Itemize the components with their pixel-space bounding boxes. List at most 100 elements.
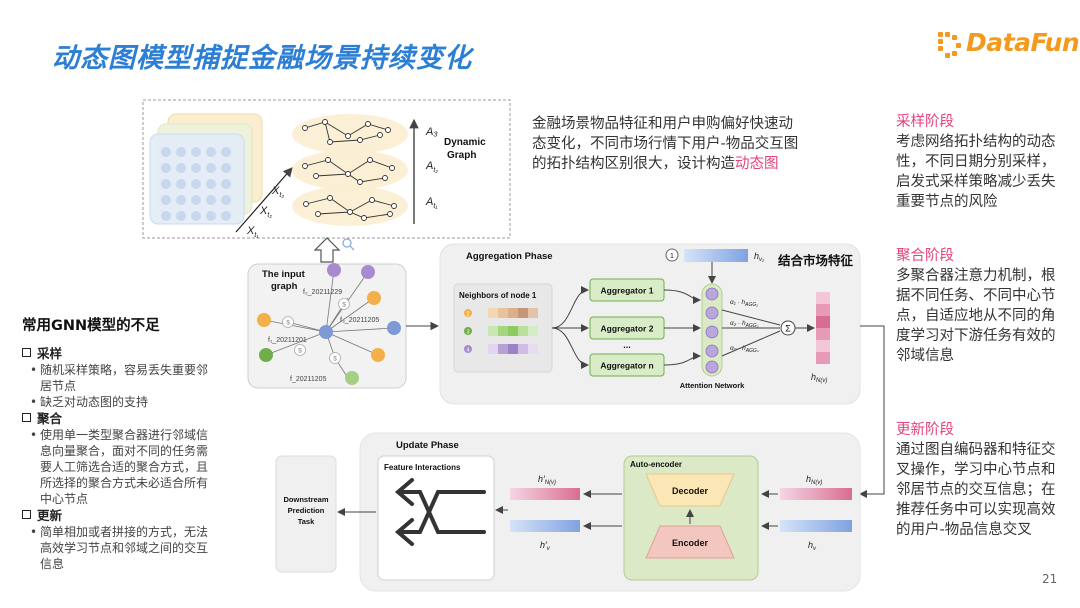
bullet: 缺乏对动态图的支持 [22,394,262,410]
neighbor-vectors [488,308,538,354]
encoder-label: Encoder [672,538,709,548]
input-graph-panel: The input graph $$$$ f₂_20211229 [247,263,407,389]
autoencoder-label: Auto-encoder [630,460,682,469]
h-prime-n-vector [510,488,580,500]
update-line: 叉操作，学习中心节点和 [896,462,1056,478]
bullet-line: 所选择的聚合方式未必适合所有 [40,476,209,490]
section-aggregation-heading: 聚合 [22,410,262,427]
sampling-stage: 采样阶段 考虑网络拓扑结构的动态 性，不同日期分别采样， 启发式采样策略减少丢失… [896,112,1056,212]
downstream-task-box: Downstream Prediction Task [275,455,337,573]
alpha-n: αₙ · hAGGₙ [730,345,760,354]
user-node [361,265,375,279]
update-line: 的用户-物品信息交叉 [896,522,1032,538]
hv-input-vector [780,520,852,532]
update-heading: 更新阶段 [896,422,954,438]
neighbor-node [464,345,472,353]
aggregator-label: Aggregator 2 [601,324,654,334]
gnn-limitations: 常用GNN模型的不足 采样 随机采样策略，容易丢失重要邻 居节点 缺乏对动态图的… [22,314,262,572]
magnifier-icon [342,238,355,251]
datafun-logo: DataFun. [936,26,1080,62]
hn-input-label: hN(v) [806,474,822,486]
user-node [257,313,271,327]
attention-network-label: Attention Network [680,381,745,390]
svg-text:$: $ [342,302,346,309]
graph-snapshots [292,114,408,226]
user-node [259,348,273,362]
alpha-1: α₁ · hAGG₁ [730,299,758,308]
bullet-line: 使用单一类型聚合器进行邻域信 [40,428,209,442]
intro-line: 金融场景物品特征和用户申购偏好快速动 [532,116,793,132]
intro-line: 的拓扑结构区别很大，设计构造动态图 [532,154,798,174]
snapshot-bottom [292,186,408,226]
bullet-line: 要人工筛选合适的聚合方式，且 [40,460,209,474]
sampling-line: 性，不同日期分别采样， [896,154,1056,170]
update-line: 推荐任务中可以实现高效 [896,502,1056,518]
update-phase-panel: Update Phase Feature Interactions h′N(v)… [359,432,861,592]
bullet-line: 高效学习节点和邻域之间的交互 [40,541,209,555]
hv-label: hv₁ [754,251,764,263]
hv-input-label: hv [808,540,817,552]
aggregation-line: 点，自适应地从不同的角 [896,308,1056,324]
downstream-label: Downstream [283,495,328,504]
a-t1-label: At₁ [425,196,438,210]
h-prime-v-vector [510,520,580,532]
page-number: 21 [1042,572,1058,586]
aggregated-vector [816,292,830,364]
bullet: 简单相加或者拼接的方式，无法 高效学习节点和邻域之间的交互 信息 [22,524,262,572]
date-label: f_20211205 [290,376,327,383]
dynamic-graph-label: Dynamic [444,137,486,148]
intro-highlight: 动态图 [735,156,779,172]
alpha-2: α₂ · hAGG₂ [730,320,759,329]
bullet: 使用单一类型聚合器进行邻域信 息向量聚合，面对不同的任务需 要人工筛选合适的聚合… [22,427,262,507]
bullet-line: 简单相加或者拼接的方式，无法 [40,525,209,539]
snapshot-mid [292,150,408,190]
downstream-label: Prediction [288,506,325,515]
aggregation-phase-panel: Aggregation Phase 1 hv₁ 结合市场特征 Neighbors… [439,243,861,405]
user-node [367,291,381,305]
user-node [345,371,359,385]
neighbor-id: 2 [466,312,469,318]
hn-input-vector [780,488,852,500]
h-prime-n-label: h′N(v) [538,474,556,486]
aggregation-line: 据不同任务、不同中心节 [896,288,1056,304]
neighbor-id: 4 [466,348,469,354]
svg-text:$: $ [286,320,290,327]
aggregation-phase-title: Aggregation Phase [466,251,553,262]
aggregation-stage: 聚合阶段 多聚合器注意力机制，根 据不同任务、不同中心节 点，自适应地从不同的角… [896,246,1056,366]
intro-line: 态变化，不同市场行情下用户-物品交互图 [532,136,799,152]
sampling-line: 重要节点的风险 [896,194,998,210]
update-line: 通过图自编码器和特征交 [896,442,1056,458]
slide-title: 动态图模型捕捉金融场景持续变化 [52,43,472,74]
update-stage: 更新阶段 通过图自编码器和特征交 叉操作，学习中心节点和 邻居节点的交互信息；在… [896,420,1056,540]
section-sampling-heading: 采样 [22,345,262,362]
date-label: f₂_20211229 [303,289,342,296]
bullet-line: 息向量聚合，面对不同的任务需 [40,444,209,458]
matrix-layer [149,133,245,225]
bullet-line: 随机采样策略，容易丢失重要邻 [40,363,209,377]
intro-paragraph: 金融场景物品特征和用户申购偏好快速动 态变化，不同市场行情下用户-物品交互图 的… [532,114,798,174]
sum-symbol: Σ [785,324,791,334]
central-user-node [319,325,333,339]
x-t1-label: Xt₁ [246,225,259,239]
x-t3-label: Xt₃ [271,185,284,199]
aggregator-ellipsis: ... [623,340,631,350]
downstream-label: Task [298,517,315,526]
neighbor-id: 3 [466,330,469,336]
logo-text: DataFun. [966,28,1080,57]
decoder-label: Decoder [672,486,709,496]
bullet-line: 中心节点 [40,492,89,506]
hn-output-label: hN(v) [811,372,827,384]
update-line: 邻居节点的交互信息；在 [896,482,1056,498]
a-t2-label: At₂ [425,160,438,174]
gnn-limitations-title: 常用GNN模型的不足 [22,318,160,334]
user-node [387,321,401,335]
h-prime-v-label: h′v [540,540,551,552]
sampling-line: 考虑网络拓扑结构的动态 [896,134,1056,150]
feature-interactions-label: Feature Interactions [384,463,461,472]
cross-interaction-icon [394,478,486,546]
graph-nodes: $$$$ [257,263,401,385]
x-t2-label: Xt₂ [259,205,272,219]
aggregation-line: 多聚合器注意力机制，根 [896,268,1056,284]
aggregation-line: 度学习对下游任务有效的 [896,328,1056,344]
user-node [371,348,385,362]
